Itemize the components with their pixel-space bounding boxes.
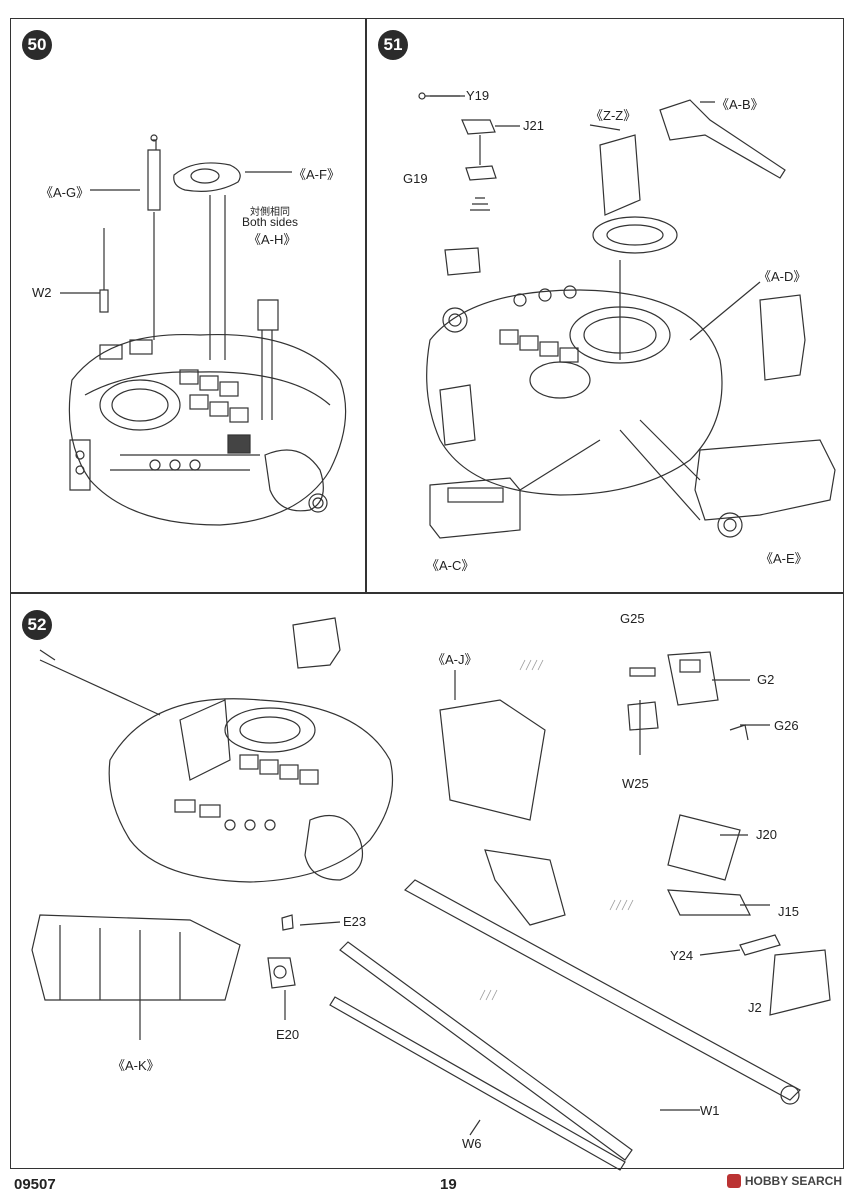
label-a-j: 《A-J》 (432, 652, 478, 667)
label-a-h: 《A-H》 (248, 232, 297, 247)
step-52-panel (10, 593, 844, 1169)
label-a-f: 《A-F》 (293, 167, 340, 182)
label-g26: G26 (774, 718, 799, 733)
label-a-b: 《A-B》 (716, 97, 764, 112)
label-note-cn: 対側相同 (250, 207, 290, 218)
step-51-badge: 51 (378, 30, 408, 60)
label-j20: J20 (756, 827, 777, 842)
label-a-e: 《A-E》 (760, 551, 808, 566)
watermark: HOBBY SEARCH (726, 1174, 842, 1188)
label-y24: Y24 (670, 948, 694, 963)
label-w1: W1 (700, 1103, 720, 1118)
label-j15: J15 (778, 904, 799, 919)
label-note-en: Both sides (242, 215, 299, 229)
label-z-z: 《Z-Z》 (590, 108, 637, 123)
label-g2: G2 (757, 672, 775, 687)
step-52-badge: 52 (22, 610, 52, 640)
watermark-text: HOBBY SEARCH (744, 1174, 842, 1188)
hobby-search-logo-icon (726, 1174, 741, 1188)
product-code: 09507 (14, 1176, 56, 1193)
label-j21: J21 (523, 118, 544, 133)
step-51-turret-drawing (418, 92, 836, 539)
label-e23: E23 (343, 914, 367, 929)
label-w25: W25 (622, 776, 649, 791)
step-52-turret-drawing (31, 617, 831, 1171)
label-y19: Y19 (466, 88, 490, 103)
label-g25: G25 (620, 611, 645, 626)
step-50-turret-drawing (60, 134, 347, 526)
page-number: 19 (440, 1176, 457, 1193)
step-50-panel (10, 18, 366, 593)
step-50-badge: 50 (22, 30, 52, 60)
label-a-g: 《A-G》 (40, 185, 90, 200)
label-a-c: 《A-C》 (426, 558, 475, 573)
label-w6: W6 (462, 1136, 482, 1151)
label-a-d: 《A-D》 (758, 269, 807, 284)
label-j2: J2 (748, 1000, 762, 1015)
hatch-marks (479, 659, 634, 1001)
label-w2: W2 (32, 285, 52, 300)
label-g19: G19 (403, 171, 428, 186)
step-51-panel (366, 18, 844, 593)
label-e20: E20 (276, 1027, 300, 1042)
label-a-k: 《A-K》 (112, 1058, 160, 1073)
